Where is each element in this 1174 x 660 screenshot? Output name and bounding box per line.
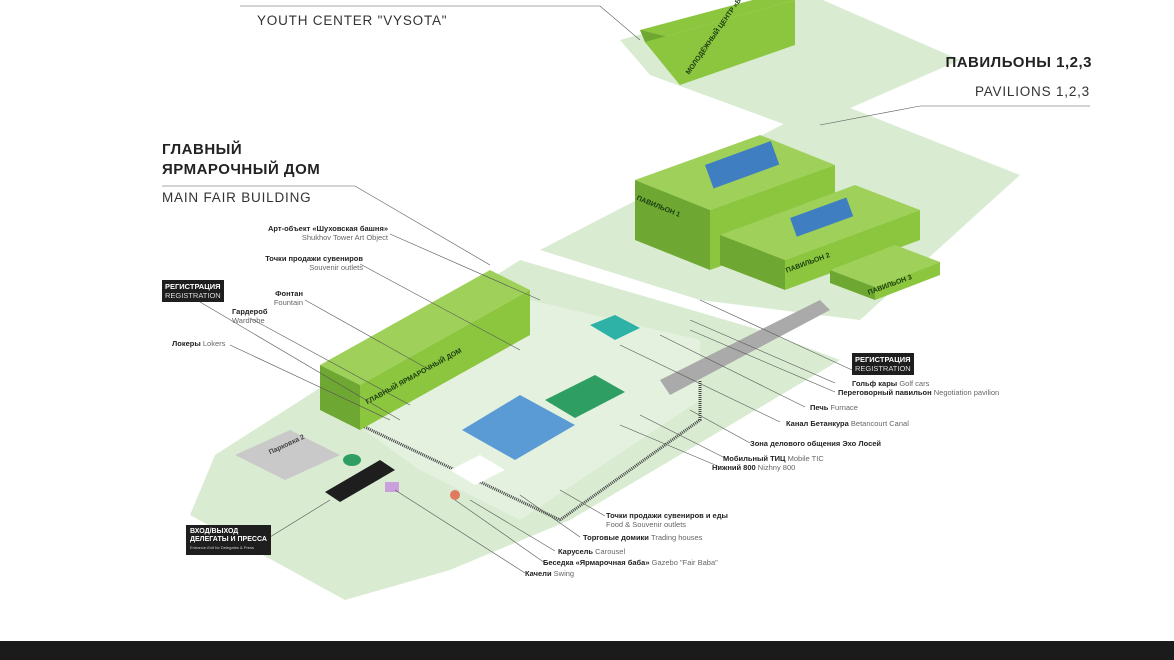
exhibit-blue-area — [462, 395, 575, 460]
youth-center-heading-en: YOUTH CENTER "VYSOTA" — [257, 13, 448, 28]
fountain — [590, 315, 640, 340]
label-swing: Качели Swing — [525, 569, 575, 578]
label-mobile-tic: Мобильный ТИЦ Mobile TIC — [723, 454, 824, 463]
youth-center-side — [645, 0, 795, 85]
label-betancourt-canal: Канал Бетанкура Betancourt Canal — [786, 419, 909, 428]
label-golf-cars: Гольф кары Golf cars — [852, 379, 930, 388]
youth-center-top — [640, 0, 795, 42]
pavilion3-side — [875, 262, 940, 300]
main-fair-heading-2: ЯРМАРОЧНЫЙ ДОМ — [162, 161, 321, 178]
pavilions-heading-en: PAVILIONS 1,2,3 — [974, 84, 1090, 99]
pavilions-heading: ПАВИЛЬОНЫ 1,2,3 — [945, 54, 1092, 71]
fence — [559, 380, 702, 522]
pavilion2-front — [720, 235, 785, 290]
main-fair-top — [320, 270, 530, 385]
main-fair-heading-en: MAIN FAIR BUILDING — [162, 190, 312, 205]
label-trading-houses: Торговые домики Trading houses — [583, 533, 703, 542]
label-nizhny-800: Нижний 800 Nizhny 800 — [712, 463, 796, 472]
leader-lines — [162, 5, 1090, 574]
label-lockers: Локеры Lokers — [172, 339, 226, 348]
walkway — [660, 300, 830, 395]
pavilion3-front — [830, 270, 875, 300]
carousel — [343, 454, 361, 466]
exhibit-sign — [790, 197, 854, 237]
label-business-zone: Зона делового общения Эхо Лосей — [750, 439, 882, 448]
main-fair-side — [360, 290, 530, 430]
parking-2 — [235, 430, 340, 480]
main-fair-heading-1: ГЛАВНЫЙ — [162, 141, 243, 158]
main-fair-front — [320, 365, 360, 430]
pavilion3-top — [830, 245, 940, 287]
white-stand — [450, 455, 505, 485]
label-gazebo: Беседка «Ярмарочная баба» Gazebo "Fair B… — [543, 558, 718, 567]
swing — [385, 482, 399, 492]
gazebo — [450, 490, 460, 500]
footer-bar — [0, 641, 1174, 660]
exhibit-sign — [704, 141, 780, 189]
pavilion2-side — [785, 210, 920, 290]
label-carousel: Карусель Carousel — [558, 547, 626, 556]
pavilion1-front — [635, 180, 710, 270]
label-furnace: Печь Furnace — [810, 403, 858, 412]
label-shukhov-tower: Арт-объект «Шуховская башня»Shukhov Towe… — [268, 224, 388, 242]
entrance-structure — [325, 460, 395, 502]
label-negotiation-pavilion: Переговорный павильон Negotiation pavili… — [838, 388, 1000, 397]
green-zone — [545, 375, 625, 418]
